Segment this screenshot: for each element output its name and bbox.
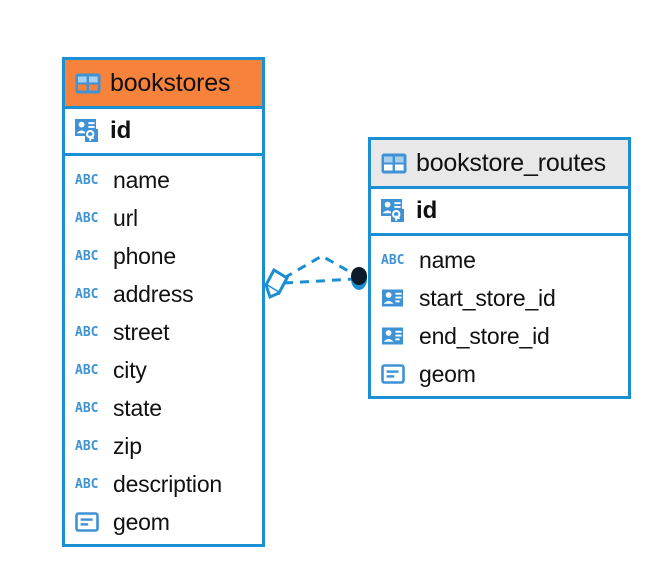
column-label: end_store_id	[419, 322, 550, 349]
relationship-line-upper	[283, 254, 358, 280]
abc-icon: ABC	[75, 210, 99, 226]
table-icon	[75, 73, 101, 93]
abc-icon: ABC	[75, 248, 99, 264]
column-row[interactable]: start_store_id	[371, 279, 628, 317]
foreign-key-icon	[382, 289, 403, 306]
column-row[interactable]: end_store_id	[371, 317, 628, 355]
table-icon	[381, 153, 407, 173]
primary-key-icon	[75, 118, 98, 142]
abc-icon: ABC	[75, 400, 99, 416]
primary-key-row-bookstores[interactable]: id	[65, 109, 262, 156]
column-row[interactable]: ABC zip	[65, 427, 262, 465]
column-label: description	[113, 470, 223, 497]
column-label: zip	[113, 432, 142, 459]
abc-icon: ABC	[75, 324, 99, 340]
abc-icon: ABC	[75, 286, 99, 302]
table-header-bookstores[interactable]: bookstores	[65, 60, 262, 109]
column-label: address	[113, 280, 194, 307]
column-row[interactable]: ABC street	[65, 313, 262, 351]
column-label: start_store_id	[419, 284, 556, 311]
column-row[interactable]: ABC description	[65, 465, 262, 503]
abc-icon: ABC	[75, 476, 99, 492]
primary-key-icon	[381, 198, 404, 222]
abc-icon: ABC	[381, 252, 405, 268]
table-title: bookstore_routes	[416, 148, 606, 177]
circle-marker	[351, 267, 367, 290]
column-row[interactable]: geom	[65, 503, 262, 541]
column-row[interactable]: ABC name	[371, 241, 628, 279]
geometry-icon	[381, 363, 405, 384]
diamond-marker	[264, 267, 289, 300]
column-label: city	[113, 356, 147, 383]
primary-key-row-bookstore-routes[interactable]: id	[371, 189, 628, 236]
column-list-bookstore-routes: ABC name start_store_id	[371, 236, 628, 399]
primary-key-label: id	[416, 197, 438, 224]
table-header-bookstore-routes[interactable]: bookstore_routes	[371, 140, 628, 189]
column-row[interactable]: geom	[371, 355, 628, 393]
foreign-key-icon	[382, 327, 403, 344]
column-label: url	[113, 204, 138, 231]
entity-table-bookstores[interactable]: bookstores id ABC name	[62, 57, 265, 547]
column-label: state	[113, 394, 162, 421]
column-label: geom	[113, 508, 170, 535]
column-label: name	[113, 166, 170, 193]
column-row[interactable]: ABC address	[65, 275, 262, 313]
column-label: street	[113, 318, 170, 345]
column-row[interactable]: ABC phone	[65, 237, 262, 275]
column-row[interactable]: ABC url	[65, 199, 262, 237]
abc-icon: ABC	[75, 438, 99, 454]
column-label: geom	[419, 360, 476, 387]
column-label: phone	[113, 242, 176, 269]
abc-icon: ABC	[75, 172, 99, 188]
primary-key-label: id	[110, 117, 132, 144]
geometry-icon	[75, 511, 99, 532]
column-row[interactable]: ABC name	[65, 161, 262, 199]
column-row[interactable]: ABC state	[65, 389, 262, 427]
abc-icon: ABC	[75, 362, 99, 378]
relationship-line-lower	[283, 277, 356, 285]
table-title: bookstores	[110, 68, 231, 97]
entity-table-bookstore-routes[interactable]: bookstore_routes id ABC name	[368, 137, 631, 399]
column-row[interactable]: ABC city	[65, 351, 262, 389]
column-label: name	[419, 246, 476, 273]
column-list-bookstores: ABC name ABC url ABC phone ABC address A…	[65, 156, 262, 547]
